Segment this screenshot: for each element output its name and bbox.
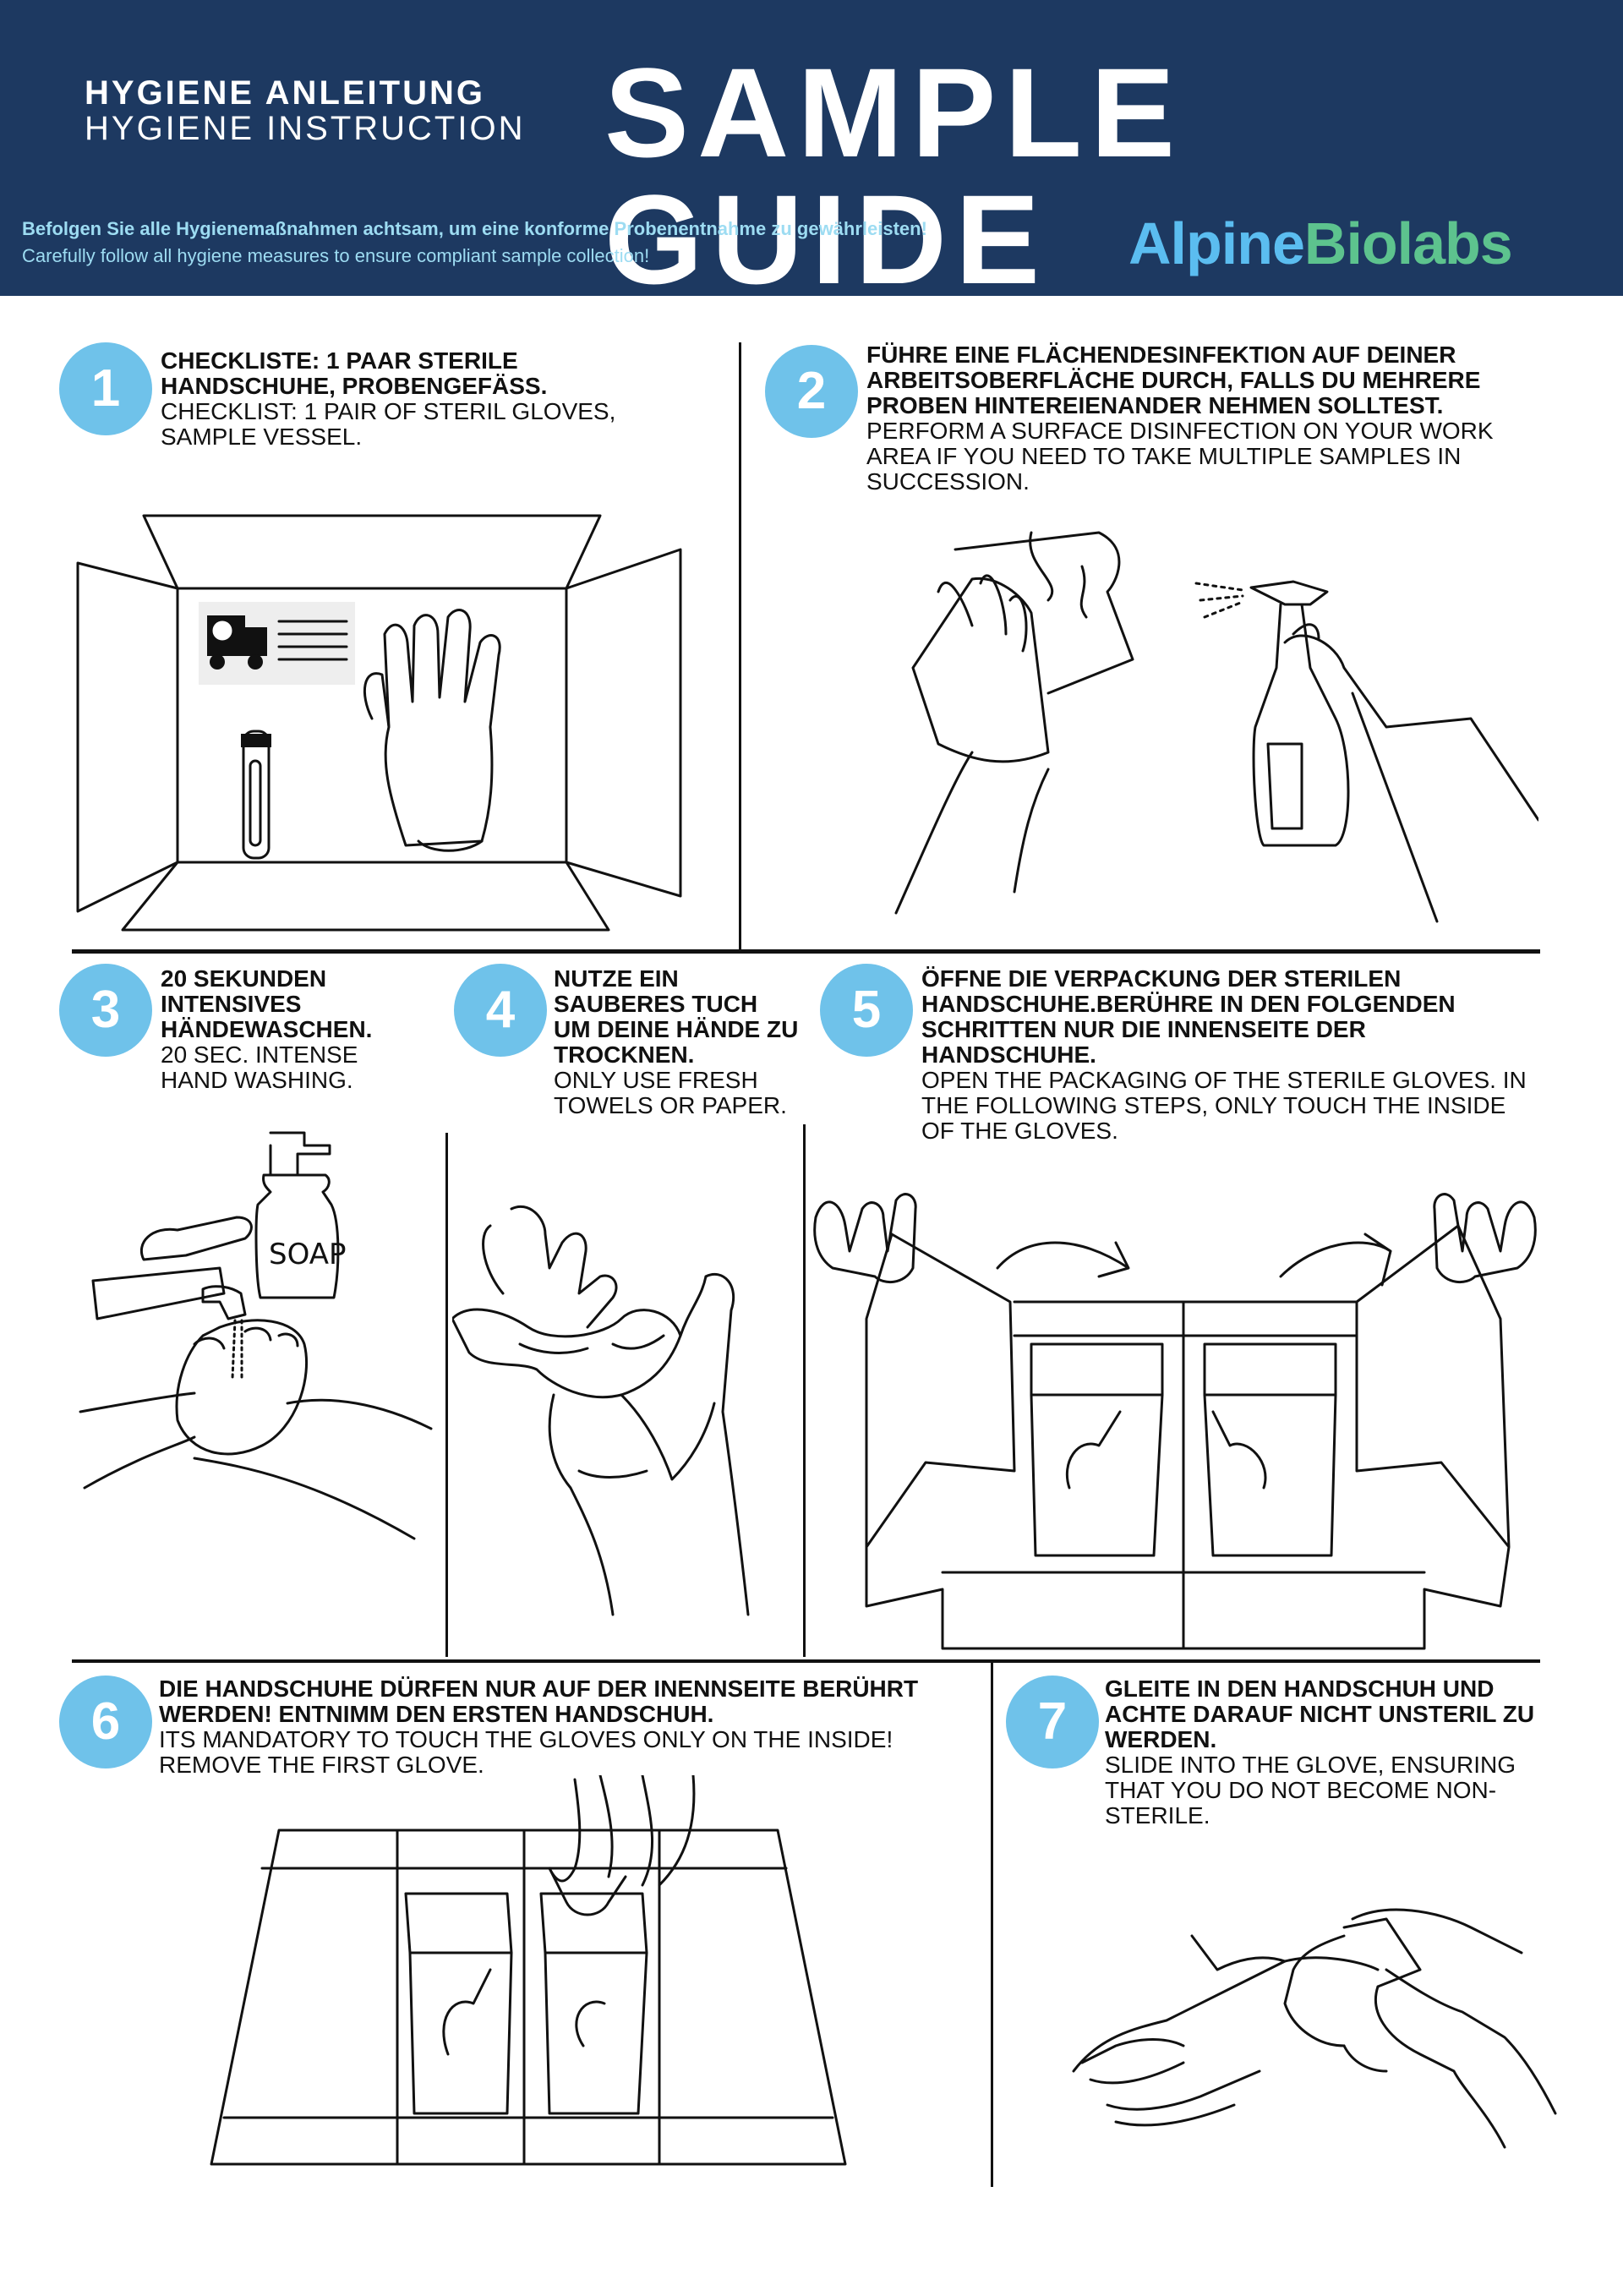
hand-washing-icon: SOAP [79, 1131, 433, 1540]
spray-bottle-icon [894, 531, 1538, 923]
remove-glove-icon [210, 1775, 847, 2166]
step-6-text: DIE HANDSCHUHE DÜRFEN NUR AUF DER INENNS… [159, 1676, 970, 1778]
step-5-text-de: ÖFFNE DIE VERPACKUNG DER STERILEN HANDSC… [921, 965, 1456, 1068]
put-on-glove-icon [1072, 1908, 1557, 2149]
header-subtitle-en: HYGIENE INSTRUCTION [85, 110, 526, 147]
step-2-text-en: PERFORM A SURFACE DISINFECTION ON YOUR W… [866, 418, 1494, 495]
divider-row-2 [72, 1659, 1540, 1663]
step-2-number: 2 [765, 345, 858, 438]
step-5-number: 5 [820, 964, 913, 1057]
hand-drying-icon [452, 1205, 750, 1616]
step-1-text-en: CHECKLIST: 1 PAIR OF STERIL GLOVES, SAMP… [161, 398, 616, 450]
header-banner: HYGIENE ANLEITUNG HYGIENE INSTRUCTION SA… [0, 0, 1623, 303]
step-3-text-en: 20 SEC. INTENSE HAND WASHING. [161, 1041, 358, 1093]
step-1-text-de: CHECKLISTE: 1 PAAR STERILE HANDSCHUHE, P… [161, 347, 548, 399]
step-4-text-en: ONLY USE FRESH TOWELS OR PAPER. [554, 1067, 787, 1118]
step-3-text: 20 SEKUNDEN INTENSIVES HÄNDEWASCHEN. 20 … [161, 966, 431, 1093]
page-title: SAMPLE GUIDE [604, 41, 1184, 310]
step-6-number: 6 [59, 1676, 152, 1768]
step-7-text: GLEITE IN DEN HANDSCHUH UND ACHTE DARAUF… [1105, 1676, 1544, 1829]
divider-col-4-5 [803, 1124, 806, 1657]
header-subtitle-de: HYGIENE ANLEITUNG [85, 74, 485, 112]
step-6-text-en: ITS MANDATORY TO TOUCH THE GLOVES ONLY O… [159, 1726, 893, 1778]
divider-row-1 [72, 949, 1540, 954]
step-4-text: NUTZE EIN SAUBERES TUCH UM DEINE HÄNDE Z… [554, 966, 799, 1118]
svg-text:SOAP: SOAP [269, 1238, 347, 1271]
step-4-text-de: NUTZE EIN SAUBERES TUCH UM DEINE HÄNDE Z… [554, 965, 799, 1068]
step-7-text-de: GLEITE IN DEN HANDSCHUH UND ACHTE DARAUF… [1105, 1676, 1535, 1752]
step-7-number: 7 [1006, 1676, 1099, 1768]
step-7-text-en: SLIDE INTO THE GLOVE, ENSURING THAT YOU … [1105, 1752, 1516, 1829]
step-5-text: ÖFFNE DIE VERPACKUNG DER STERILEN HANDSC… [921, 966, 1538, 1144]
header-note-de: Befolgen Sie alle Hygienemaßnahmen achts… [22, 218, 927, 239]
step-2-text-de: FÜHRE EINE FLÄCHENDESINFEKTION AUF DEINE… [866, 342, 1481, 418]
step-4-number: 4 [454, 964, 547, 1057]
step-2-text: FÜHRE EINE FLÄCHENDESINFEKTION AUF DEINE… [866, 342, 1543, 495]
open-box-icon [76, 514, 682, 932]
step-3-number: 3 [59, 964, 152, 1057]
divider-col-6-7 [991, 1663, 993, 2187]
step-3-text-de: 20 SEKUNDEN INTENSIVES HÄNDEWASCHEN. [161, 965, 373, 1042]
step-5-text-en: OPEN THE PACKAGING OF THE STERILE GLOVES… [921, 1067, 1527, 1144]
step-1-number: 1 [59, 342, 152, 435]
step-6-text-de: DIE HANDSCHUHE DÜRFEN NUR AUF DER INENNS… [159, 1676, 919, 1727]
open-glove-pack-icon [813, 1193, 1537, 1650]
step-1-text: CHECKLISTE: 1 PAAR STERILE HANDSCHUHE, P… [161, 348, 685, 450]
divider-col-3-4 [445, 1133, 448, 1657]
alpine-biolabs-logo: AlpineBiolabs [1128, 210, 1513, 276]
header-note-en: Carefully follow all hygiene measures to… [22, 245, 650, 266]
divider-col-1-2 [739, 342, 741, 949]
